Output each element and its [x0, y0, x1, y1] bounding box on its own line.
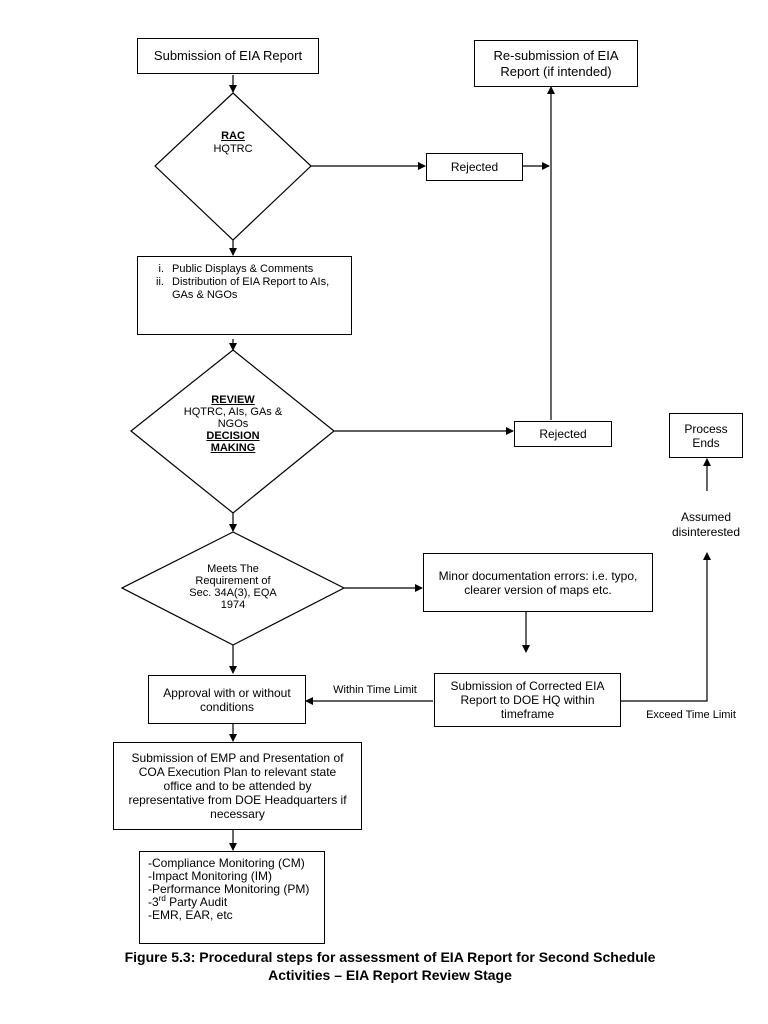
submission-label: Submission of EIA Report	[153, 48, 303, 63]
caption-line-2: Activities – EIA Report Review Stage	[268, 967, 512, 983]
public-box: i.Public Displays & Comments ii.Distribu…	[137, 256, 352, 335]
line-exceed	[621, 552, 711, 702]
caption-line-1: Figure 5.3: Procedural steps for assessm…	[124, 949, 656, 965]
submission-box: Submission of EIA Report	[137, 38, 319, 74]
rejected-label-2: Rejected	[539, 427, 587, 441]
rac-title: RAC	[221, 130, 245, 142]
corrected-box: Submission of Corrected EIA Report to DO…	[434, 673, 621, 727]
resubmission-label: Re-submission of EIA Report (if intended…	[493, 47, 619, 79]
rejected-box-2: Rejected	[514, 421, 612, 447]
assumed-label: Assumed disinterested	[671, 510, 741, 539]
public-item: i.Public Displays & Comments	[158, 263, 314, 275]
rac-diamond	[154, 92, 312, 241]
monitoring-item: -Impact Monitoring (IM)	[148, 869, 273, 883]
monitoring-item: -3rd Party Audit	[148, 894, 228, 909]
resubmission-box: Re-submission of EIA Report (if intended…	[474, 40, 638, 87]
rac-body: HQTRC	[213, 143, 253, 155]
corrected-label: Submission of Corrected EIA Report to DO…	[450, 679, 605, 721]
monitoring-item: -Compliance Monitoring (CM)	[148, 856, 305, 870]
review-text: REVIEW HQTRC, AIs, GAs & NGOs DECISION M…	[181, 394, 285, 454]
rac-text: RAC HQTRC	[183, 130, 283, 156]
review-title-2: DECISION MAKING	[206, 430, 260, 454]
meets-text: Meets The Requirement of Sec. 34A(3), EQ…	[183, 563, 283, 611]
exceed-time-label: Exceed Time Limit	[646, 709, 736, 721]
emp-box: Submission of EMP and Presentation of CO…	[113, 742, 362, 830]
approval-box: Approval with or without conditions	[148, 675, 306, 724]
rejected-label-1: Rejected	[450, 160, 499, 174]
monitoring-box: -Compliance Monitoring (CM) -Impact Moni…	[139, 851, 325, 944]
rejected-box-1: Rejected	[426, 153, 523, 181]
process-ends-box: Process Ends	[669, 413, 743, 458]
review-body: HQTRC, AIs, GAs & NGOs	[183, 406, 283, 430]
monitoring-list: -Compliance Monitoring (CM) -Impact Moni…	[148, 857, 324, 922]
minor-errors-box: Minor documentation errors: i.e. typo, c…	[423, 553, 653, 612]
public-item: ii.Distribution of EIA Report to AIs, GA…	[156, 276, 330, 301]
minor-errors-label: Minor documentation errors: i.e. typo, c…	[438, 568, 638, 597]
review-title: REVIEW	[211, 394, 255, 406]
monitoring-item: -EMR, EAR, etc	[148, 908, 233, 922]
emp-label: Submission of EMP and Presentation of CO…	[128, 751, 347, 821]
process-ends-label: Process Ends	[684, 421, 728, 450]
figure-caption: Figure 5.3: Procedural steps for assessm…	[40, 948, 740, 984]
approval-label: Approval with or without conditions	[163, 685, 291, 714]
meets-body: Meets The Requirement of Sec. 34A(3), EQ…	[189, 563, 277, 611]
within-time-label: Within Time Limit	[333, 684, 417, 696]
monitoring-item: -Performance Monitoring (PM)	[148, 882, 310, 896]
public-list: i.Public Displays & Comments ii.Distribu…	[142, 263, 347, 302]
